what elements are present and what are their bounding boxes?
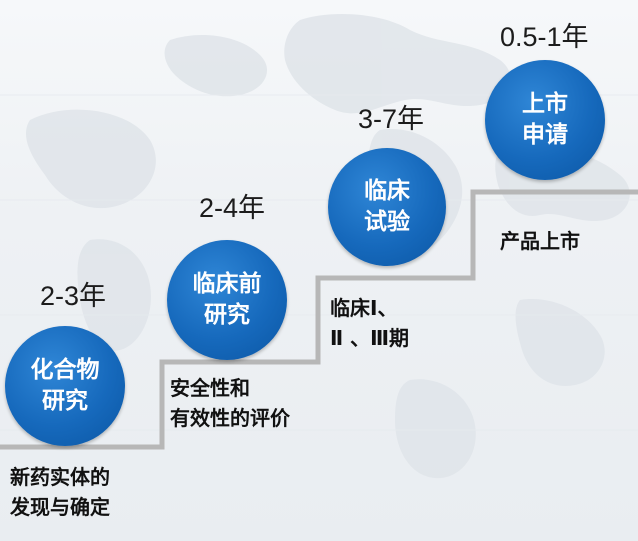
- stage-2-description: 安全性和 有效性的评价: [170, 376, 290, 430]
- stage-2-label: 临床前 研究: [192, 271, 262, 328]
- stage-1-circle: 化合物 研究: [5, 326, 125, 446]
- stage-2-duration: 2-4年: [199, 193, 266, 223]
- stage-3-duration: 3-7年: [358, 104, 425, 134]
- stage-4-circle: 上市 申请: [485, 60, 605, 180]
- stage-3-circle: 临床 试验: [328, 148, 446, 266]
- stage-4-label: 上市 申请: [522, 91, 568, 148]
- stage-1-duration: 2-3年: [40, 281, 107, 311]
- stage-3-description: 临床Ⅰ、 Ⅱ 、Ⅲ期: [330, 296, 410, 350]
- stage-4-description: 产品上市: [500, 229, 580, 253]
- stage-2-circle: 临床前 研究: [167, 240, 287, 360]
- stage-4-duration: 0.5-1年: [500, 22, 589, 52]
- stage-1-description: 新药实体的 发现与确定: [10, 465, 110, 519]
- stage-1-label: 化合物 研究: [30, 357, 100, 414]
- stage-3-label: 临床 试验: [364, 178, 410, 235]
